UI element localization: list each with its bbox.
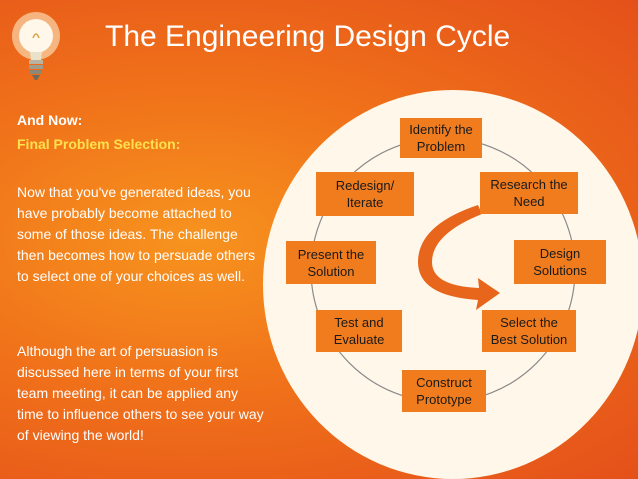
step-research-need: Research the Need <box>480 172 578 214</box>
page-title: The Engineering Design Cycle <box>105 20 511 53</box>
section-heading: And Now: <box>17 112 83 128</box>
step-construct-prototype: Construct Prototype <box>402 370 486 412</box>
paragraph-ideas: Now that you've generated ideas, you hav… <box>17 184 256 284</box>
step-redesign-iterate: Redesign/ Iterate <box>316 172 414 216</box>
section-subheading: Final Problem Selection: <box>17 136 181 152</box>
lightbulb-icon <box>12 12 60 80</box>
paragraph-persuasion: Although the art of persuasion is discus… <box>17 343 264 443</box>
step-design-solutions: Design Solutions <box>514 240 606 284</box>
step-identify-problem: Identify the Problem <box>400 118 482 158</box>
step-test-evaluate: Test and Evaluate <box>316 310 402 352</box>
step-select-best-solution: Select the Best Solution <box>482 310 576 352</box>
step-present-solution: Present the Solution <box>286 241 376 284</box>
